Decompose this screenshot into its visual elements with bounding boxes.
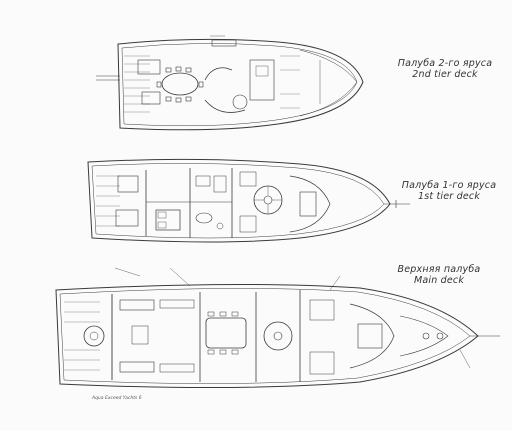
label-main-deck: Верхняя палуба Main deck — [384, 264, 494, 286]
sheet-note: Aqua Exceed Yachts 6 — [92, 396, 142, 401]
first-tier-deck-ru: Палуба 1-го яруса — [401, 180, 497, 191]
second-tier-deck-ru: Палуба 2-го яруса — [397, 58, 493, 69]
second-tier-deck-plan — [96, 38, 364, 131]
first-tier-deck-en: 1st tier deck — [417, 191, 481, 202]
label-first-tier-deck: Палуба 1-го яруса 1st tier deck — [394, 180, 504, 202]
main-deck-plan — [55, 283, 500, 389]
second-tier-deck-en: 2nd tier deck — [412, 69, 478, 80]
label-second-tier-deck: Палуба 2-го яруса 2nd tier deck — [390, 58, 500, 80]
main-deck-en: Main deck — [413, 275, 465, 286]
main-deck-ru: Верхняя палуба — [397, 264, 481, 275]
first-tier-deck-plan — [87, 158, 410, 243]
callout-leaders — [114, 35, 471, 369]
